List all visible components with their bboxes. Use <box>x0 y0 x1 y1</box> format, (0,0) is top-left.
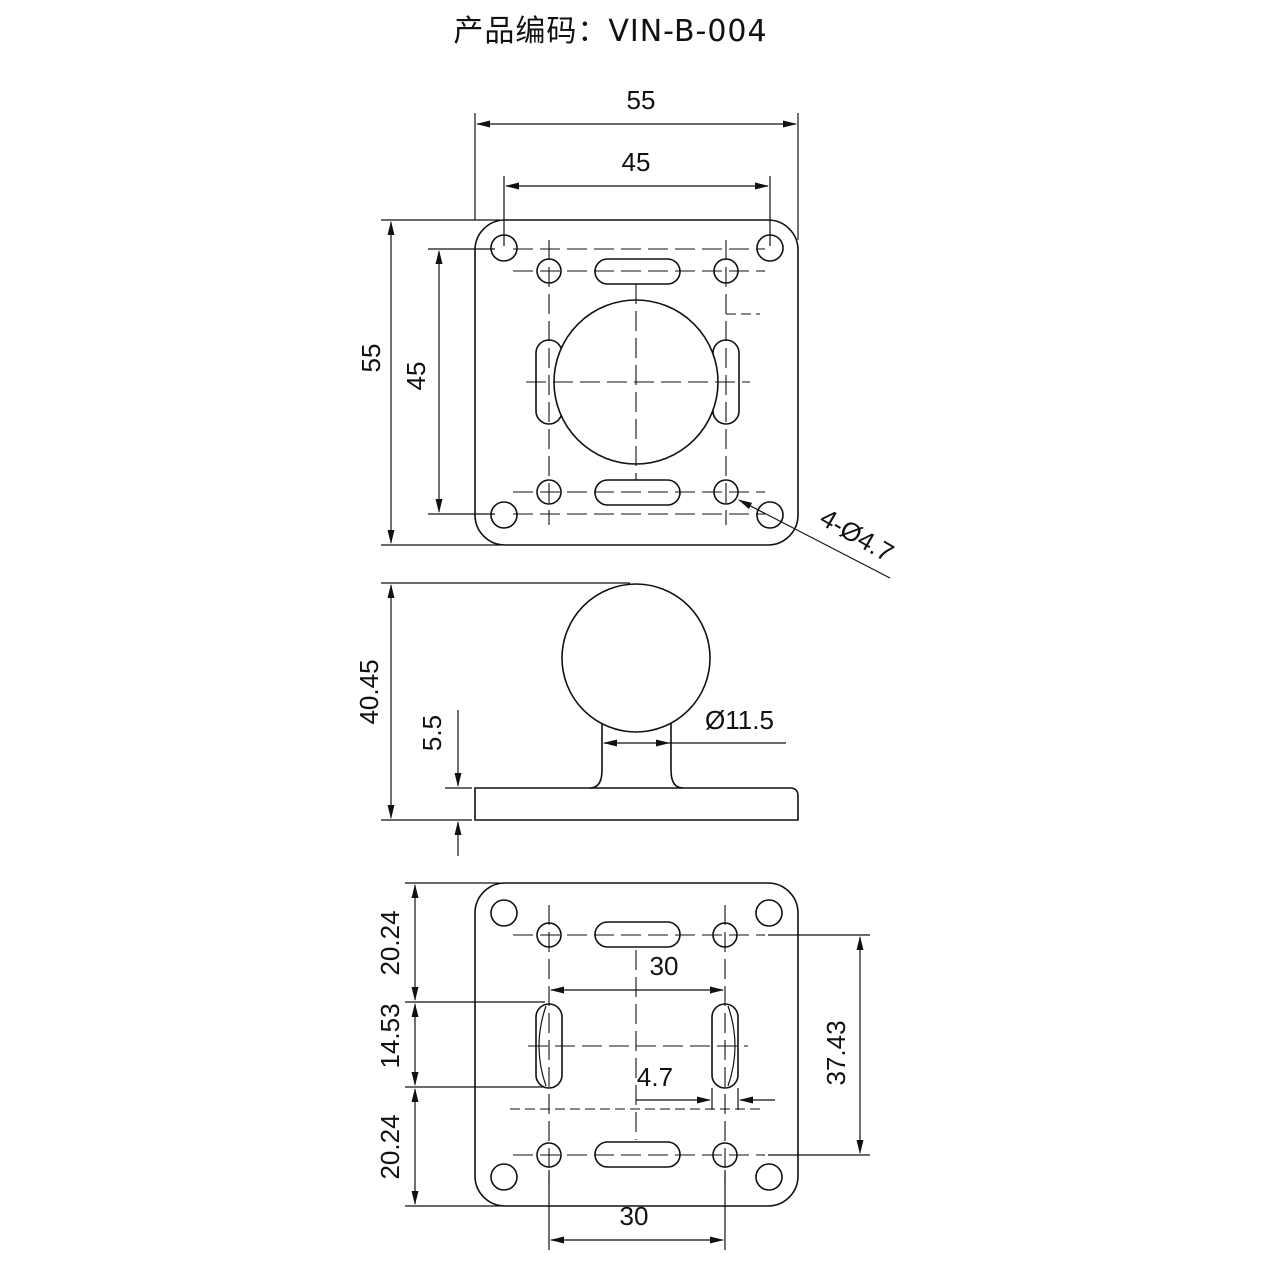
corner-hole <box>755 1163 783 1191</box>
side-view: 40.45 5.5 Ø11.5 <box>354 582 799 856</box>
mount-hole <box>536 479 562 505</box>
bottom-plate-outline <box>474 882 799 1207</box>
dim-slot-span: 14.53 <box>375 1003 405 1068</box>
dim-top-height-holes: 45 <box>401 362 431 391</box>
corner-hole <box>755 899 783 927</box>
product-code-title: 产品编码：VIN-B-004 <box>453 14 768 49</box>
dim-hole-vertical: 37.43 <box>821 1020 851 1085</box>
side-base <box>474 787 799 821</box>
corner-hole <box>490 899 518 927</box>
dim-slot-spacing: 30 <box>650 951 679 981</box>
dim-neck-diameter: Ø11.5 <box>705 705 774 735</box>
side-neck <box>589 721 684 789</box>
dim-top-height-outer: 55 <box>356 344 386 373</box>
top-plate-outline <box>474 219 799 546</box>
corner-hole <box>490 1163 518 1191</box>
dim-upper-offset: 20.24 <box>375 910 405 975</box>
dim-top-width-outer: 55 <box>627 85 656 115</box>
top-view: 55 45 55 45 4-Ø4.7 <box>356 85 899 579</box>
side-ball <box>561 583 711 733</box>
dim-lower-offset: 20.24 <box>375 1114 405 1179</box>
dim-hole-spacing: 30 <box>620 1201 649 1231</box>
hole-callout: 4-Ø4.7 <box>815 502 899 568</box>
dim-slot-width: 4.7 <box>637 1062 673 1092</box>
corner-hole <box>490 501 518 529</box>
corner-hole <box>756 501 784 529</box>
dim-base-thickness: 5.5 <box>417 715 447 751</box>
dim-top-width-holes: 45 <box>622 147 651 177</box>
bottom-view: 20.24 14.53 20.24 30 4.7 37.43 30 <box>375 882 870 1250</box>
dim-total-height: 40.45 <box>354 659 384 724</box>
